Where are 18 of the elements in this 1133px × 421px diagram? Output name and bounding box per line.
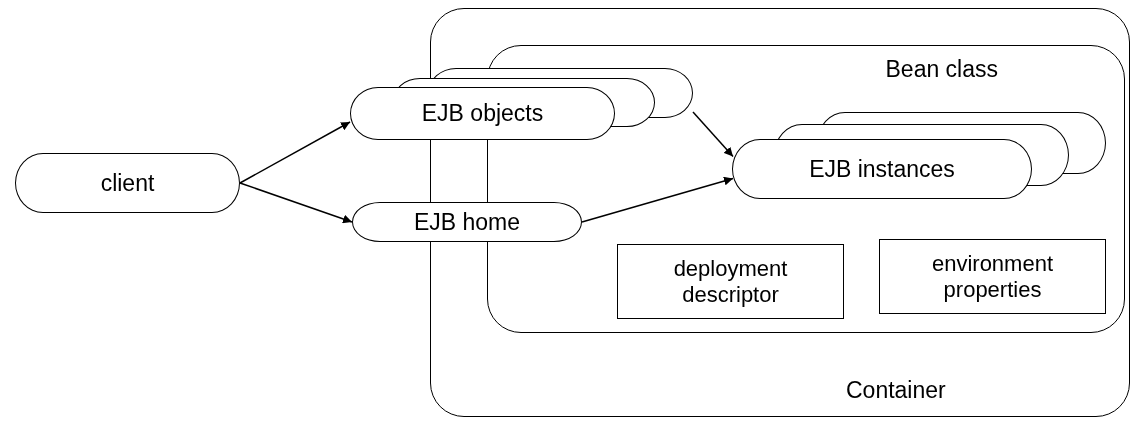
group-title: Container [846, 377, 946, 404]
instance-box [732, 112, 1106, 199]
group-title: Bean class [885, 55, 998, 83]
arrow [239, 182, 353, 224]
properties-box [879, 239, 1106, 314]
node-label: EJB instances [809, 155, 955, 183]
client-box [15, 153, 240, 213]
node-label: client [100, 169, 155, 197]
object-box [350, 68, 693, 140]
arrow [581, 176, 734, 223]
home-box [352, 202, 582, 242]
node-label: deployment descriptor [672, 256, 789, 307]
node-label: EJB objects [421, 100, 544, 127]
arrow [239, 121, 351, 184]
descriptor-box [617, 244, 844, 319]
node-label: environment properties [930, 251, 1055, 302]
node-label: EJB home [413, 208, 521, 236]
arrow [692, 111, 734, 158]
